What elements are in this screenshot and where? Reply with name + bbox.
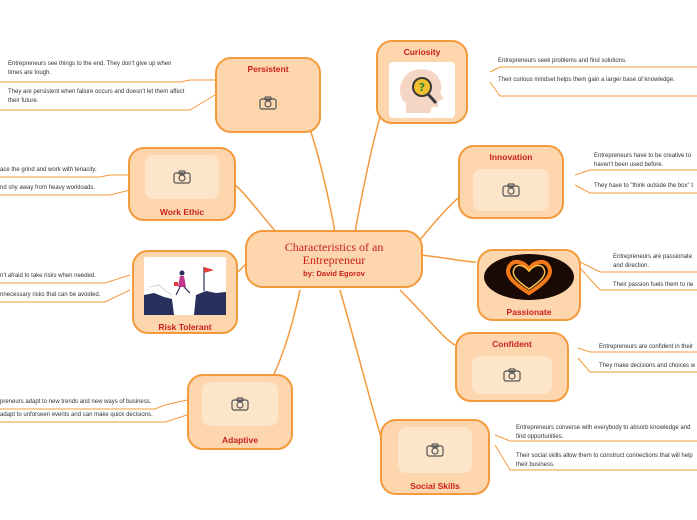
head-question-magnifier-icon: ? [400, 69, 444, 113]
camera-icon [426, 443, 444, 457]
topic-title: Social Skills [410, 481, 460, 491]
image-placeholder [145, 155, 219, 199]
note-social-1: Entrepreneurs converse with everybody to… [516, 425, 691, 440]
note-passionate-1: Entrepreneurs are passionate and directi… [613, 254, 693, 269]
note-passionate-2: Their passion fuels them to ne [613, 282, 694, 288]
note-persistent-2: They are persistent when failure occurs … [8, 89, 185, 104]
note-curiosity-1: Entrepreneurs seek problems and find sol… [498, 58, 627, 64]
svg-text:?: ? [419, 81, 425, 94]
curiosity-image: ? [389, 62, 455, 118]
camera-icon [502, 183, 520, 197]
image-placeholder [472, 356, 552, 394]
image-placeholder [473, 169, 549, 211]
topic-title: Passionate [506, 307, 552, 317]
passionate-image [484, 254, 574, 300]
image-placeholder [230, 81, 306, 125]
note-persistent-1: Entrepreneurs see things to the end. The… [8, 61, 172, 76]
topic-title: Adaptive [222, 435, 258, 445]
topic-title: Persistent [247, 64, 289, 74]
camera-icon [231, 397, 249, 411]
image-placeholder [398, 427, 472, 473]
note-adaptive-1: preneurs adapt to new trends and new way… [0, 399, 152, 405]
note-work-ethic-2: nd shy away from heavy workloads. [0, 185, 96, 191]
topic-title: Confident [492, 339, 532, 349]
central-title: Characteristics of an Entrepreneur [284, 240, 384, 267]
cliff-jump-flag-icon [144, 267, 226, 315]
note-work-ethic-1: ace the grind and work with tenacity. [0, 167, 97, 173]
topic-risk-tolerant[interactable]: Risk Tolerant [132, 250, 238, 334]
note-innovation-2: They have to "think outside the box" t [594, 183, 693, 189]
topic-social-skills[interactable]: Social Skills [380, 419, 490, 495]
risk-image [144, 257, 226, 315]
camera-icon [173, 170, 191, 184]
camera-icon [503, 368, 521, 382]
camera-icon [259, 96, 277, 110]
note-social-2: Their social skills allow them to constr… [516, 453, 693, 468]
topic-curiosity[interactable]: Curiosity ? [376, 40, 468, 124]
note-risk-1: n't afraid to take risks when needed. [0, 273, 96, 279]
topic-title: Risk Tolerant [158, 322, 212, 332]
image-placeholder [202, 382, 278, 426]
topic-passionate[interactable]: Passionate [477, 249, 581, 321]
topic-work-ethic[interactable]: Work Ethic [128, 147, 236, 221]
central-topic[interactable]: Characteristics of an Entrepreneur by: D… [245, 230, 423, 288]
topic-adaptive[interactable]: Adaptive [187, 374, 293, 450]
fire-heart-icon [506, 260, 552, 296]
central-subtitle: by: David Egorov [303, 269, 365, 278]
topic-title: Innovation [489, 152, 533, 162]
note-confident-1: Entrepreneurs are confident in their [599, 344, 694, 350]
topic-persistent[interactable]: Persistent [215, 57, 321, 133]
note-adaptive-2: adapt to unforseen events and can make q… [0, 412, 153, 418]
note-innovation-1: Entrepreneurs have to be creative to hav… [594, 153, 692, 168]
note-curiosity-2: Their curious mindset helps them gain a … [498, 77, 675, 83]
topic-title: Curiosity [403, 47, 441, 57]
note-risk-2: nnecessary risks that can be avoided. [0, 292, 101, 298]
topic-innovation[interactable]: Innovation [458, 145, 564, 219]
note-confident-2: They make decisions and choices w [599, 363, 696, 369]
topic-title: Work Ethic [159, 207, 205, 217]
topic-confident[interactable]: Confident [455, 332, 569, 402]
